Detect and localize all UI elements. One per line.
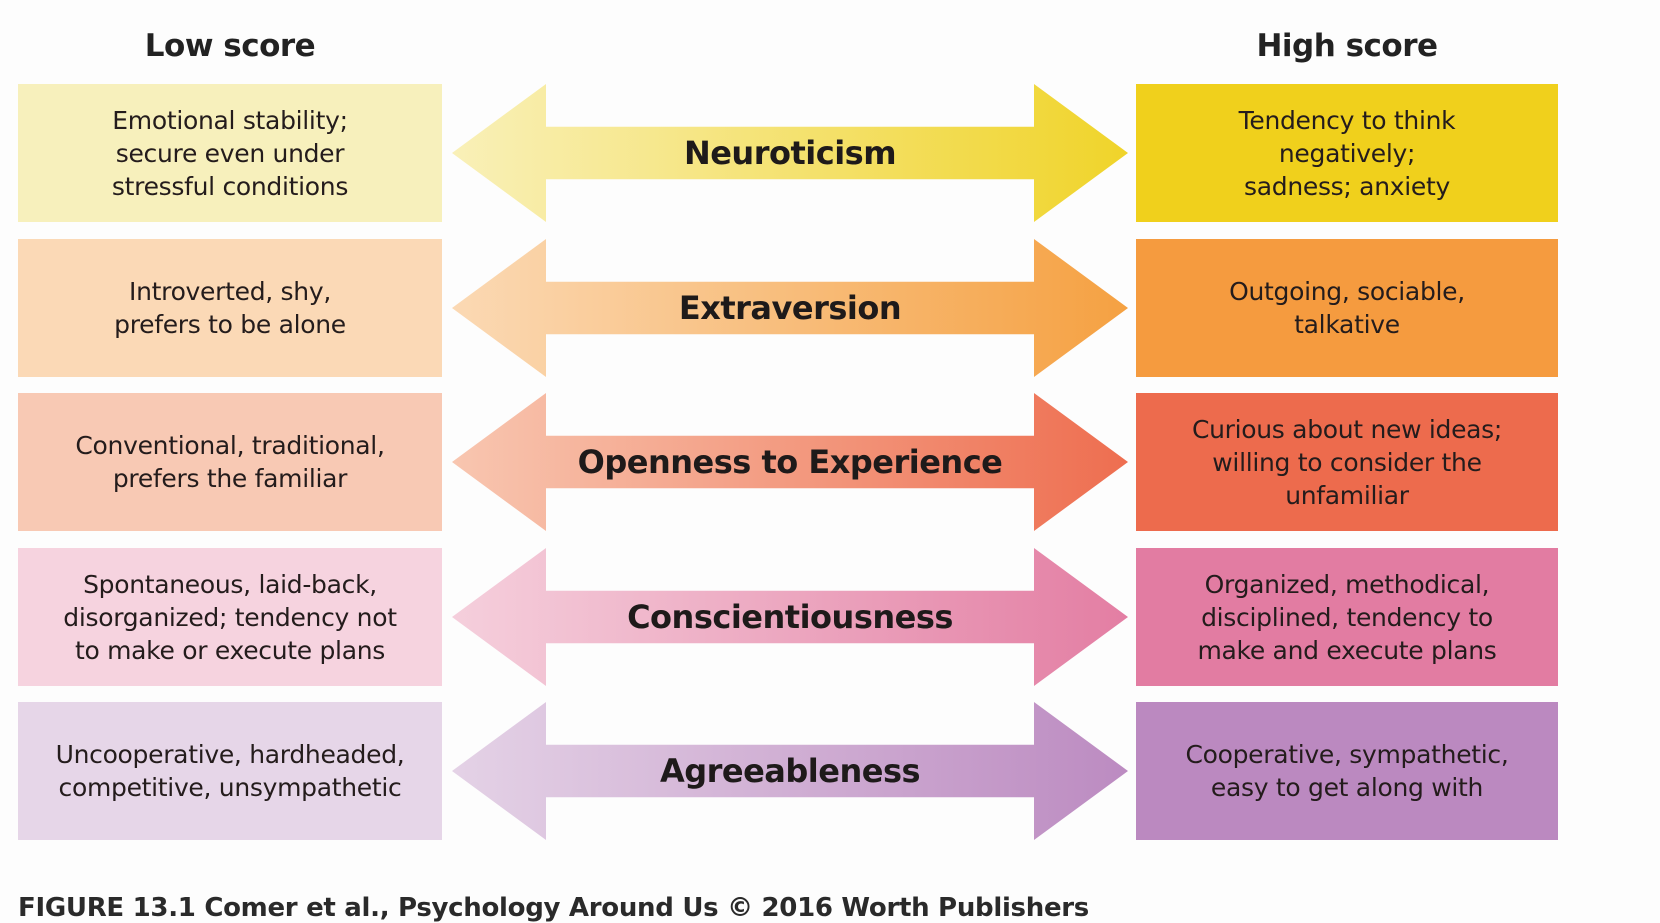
low-score-description: Introverted, shy, prefers to be alone: [18, 239, 442, 377]
double-arrow-icon: Openness to Experience: [452, 393, 1128, 531]
arrow-shape: [452, 84, 1128, 222]
double-arrow-icon: Conscientiousness: [452, 548, 1128, 686]
double-arrow-icon: Extraversion: [452, 239, 1128, 377]
high-score-description: Outgoing, sociable, talkative: [1136, 239, 1558, 377]
dimension-label: Extraversion: [678, 289, 902, 327]
low-score-description: Emotional stability; secure even under s…: [18, 84, 442, 222]
dimension-row-neuroticism: Emotional stability; secure even under s…: [0, 84, 1660, 222]
figure-caption: FIGURE 13.1 Comer et al., Psychology Aro…: [18, 893, 1089, 923]
high-score-header: High score: [1256, 28, 1438, 64]
high-score-description: Tendency to think negatively; sadness; a…: [1136, 84, 1558, 222]
dimension-label: Agreeableness: [659, 752, 921, 790]
low-score-description: Conventional, traditional, prefers the f…: [18, 393, 442, 531]
double-arrow-body: [452, 393, 1128, 531]
dimension-label: Conscientiousness: [627, 598, 953, 636]
arrow-shape: [452, 393, 1128, 531]
double-arrow-icon: Neuroticism: [452, 84, 1128, 222]
high-score-description: Curious about new ideas; willing to cons…: [1136, 393, 1558, 531]
double-arrow-body: [452, 239, 1128, 377]
dimension-row-openness: Conventional, traditional, prefers the f…: [0, 393, 1660, 531]
low-score-description: Spontaneous, laid-back, disorganized; te…: [18, 548, 442, 686]
double-arrow-icon: Agreeableness: [452, 702, 1128, 840]
dimension-label: Openness to Experience: [577, 443, 1003, 481]
dimension-label: Neuroticism: [683, 134, 897, 172]
double-arrow-body: [452, 84, 1128, 222]
double-arrow-body: [452, 548, 1128, 686]
dimension-row-agreeableness: Uncooperative, hardheaded, competitive, …: [0, 702, 1660, 840]
dimension-row-extraversion: Introverted, shy, prefers to be alone Ex…: [0, 239, 1660, 377]
dimension-row-conscientiousness: Spontaneous, laid-back, disorganized; te…: [0, 548, 1660, 686]
low-score-description: Uncooperative, hardheaded, competitive, …: [18, 702, 442, 840]
high-score-description: Organized, methodical, disciplined, tend…: [1136, 548, 1558, 686]
double-arrow-body: [452, 702, 1128, 840]
arrow-shape: [452, 702, 1128, 840]
arrow-shape: [452, 548, 1128, 686]
arrow-shape: [452, 239, 1128, 377]
low-score-header: Low score: [144, 28, 316, 64]
high-score-description: Cooperative, sympathetic, easy to get al…: [1136, 702, 1558, 840]
